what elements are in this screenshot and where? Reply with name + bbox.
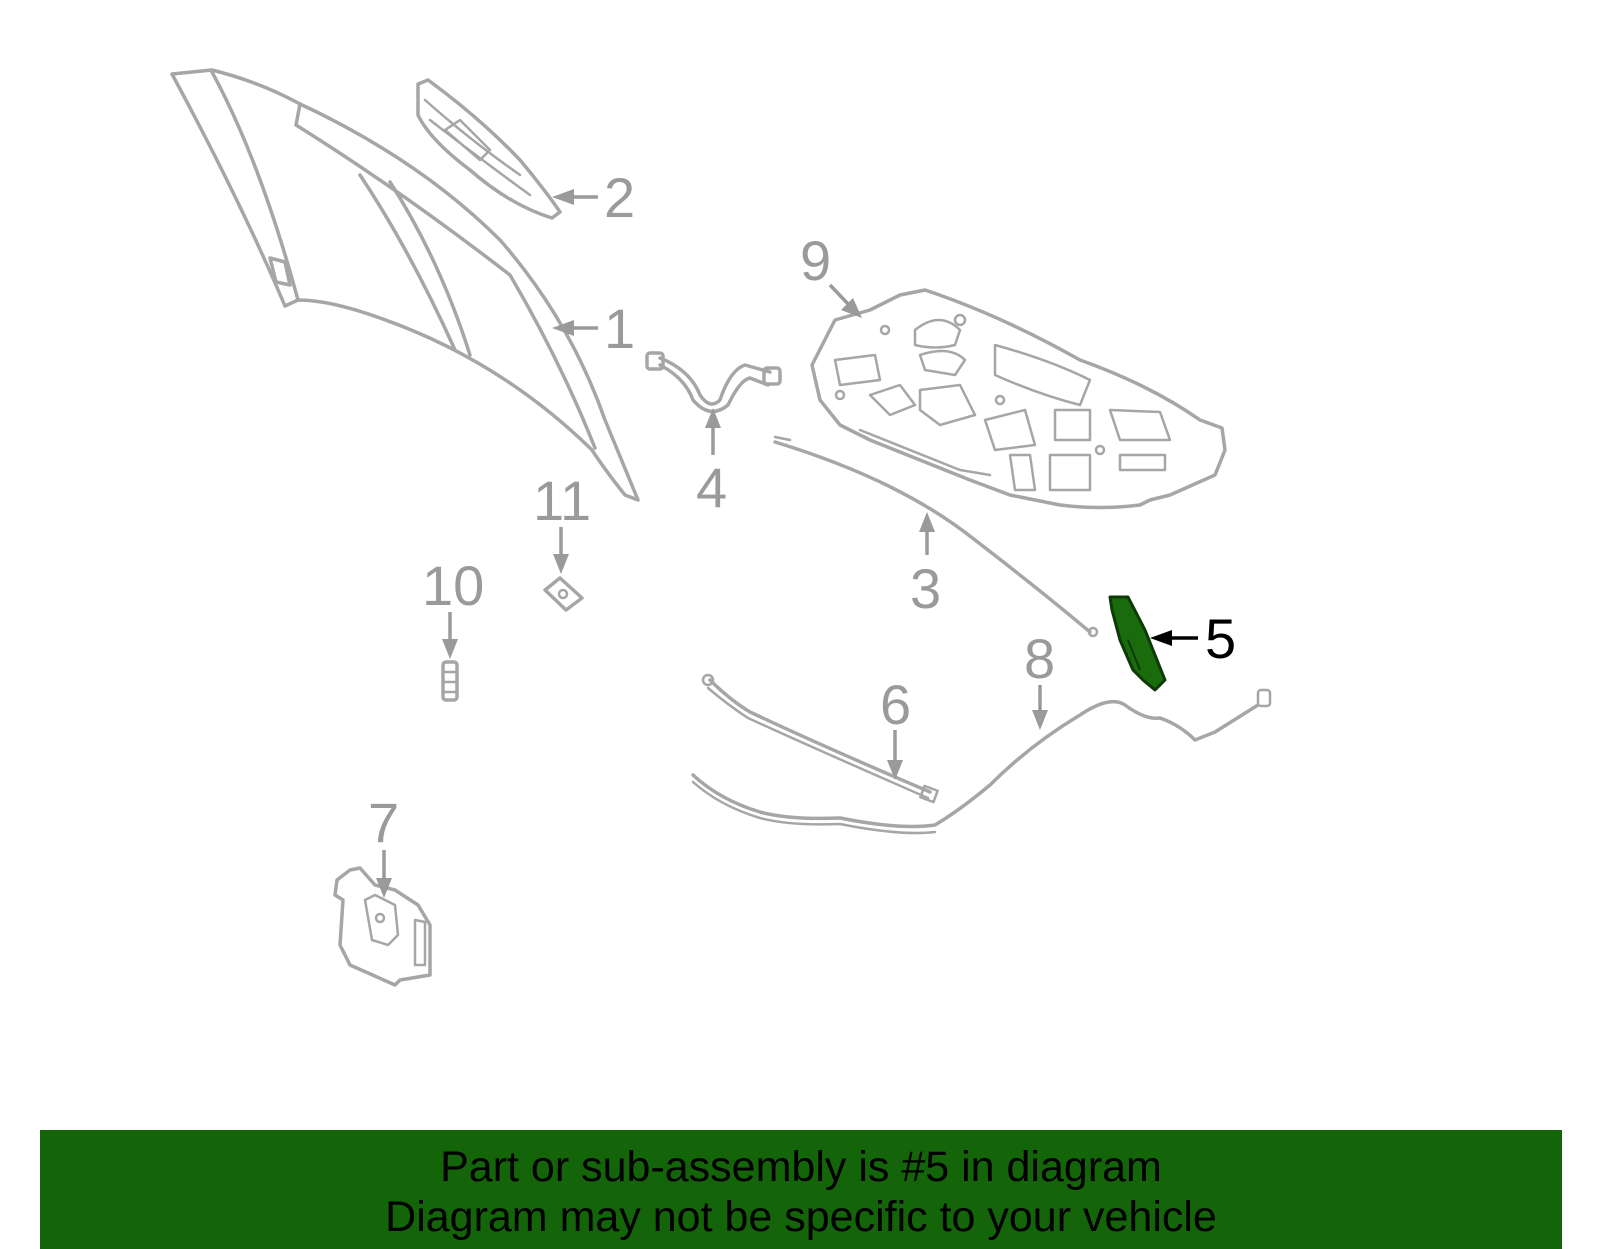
callout-9: 9	[800, 229, 831, 292]
callout-labels: 1 2 3 4 5 6 7 8 9 10 11	[368, 166, 1236, 854]
callout-11: 11	[533, 469, 591, 532]
callout-4: 4	[696, 456, 727, 519]
callout-10: 10	[422, 554, 484, 617]
hood-seal-strip-part-3[interactable]	[773, 435, 1099, 638]
callout-8: 8	[1024, 627, 1055, 690]
info-banner: Part or sub-assembly is #5 in diagram Di…	[40, 1130, 1562, 1249]
release-cable-part-8[interactable]	[691, 688, 1272, 835]
callout-arrows	[376, 189, 1198, 898]
hood-grille-part-2[interactable]	[416, 78, 562, 220]
clip-part-11[interactable]	[543, 576, 584, 612]
callout-1: 1	[604, 297, 635, 360]
hood-insulator-part-9[interactable]	[810, 288, 1227, 510]
callout-2: 2	[604, 166, 635, 229]
hood-panel-part-1[interactable]	[170, 68, 640, 502]
callout-7: 7	[368, 791, 399, 854]
callout-5: 5	[1205, 607, 1236, 670]
banner-line-part-number: Part or sub-assembly is #5 in diagram	[440, 1143, 1162, 1191]
release-cable-part-6[interactable]	[701, 673, 939, 804]
hood-release-handle-part-5[interactable]	[1108, 595, 1167, 692]
callout-3: 3	[910, 557, 941, 620]
parts-diagram: 1 2 3 4 5 6 7 8 9 10 11	[170, 68, 1272, 987]
callout-6: 6	[880, 673, 911, 736]
banner-line-disclaimer: Diagram may not be specific to your vehi…	[385, 1193, 1217, 1241]
bolt-part-10[interactable]	[441, 660, 459, 702]
hood-seal-part-4[interactable]	[645, 351, 782, 414]
